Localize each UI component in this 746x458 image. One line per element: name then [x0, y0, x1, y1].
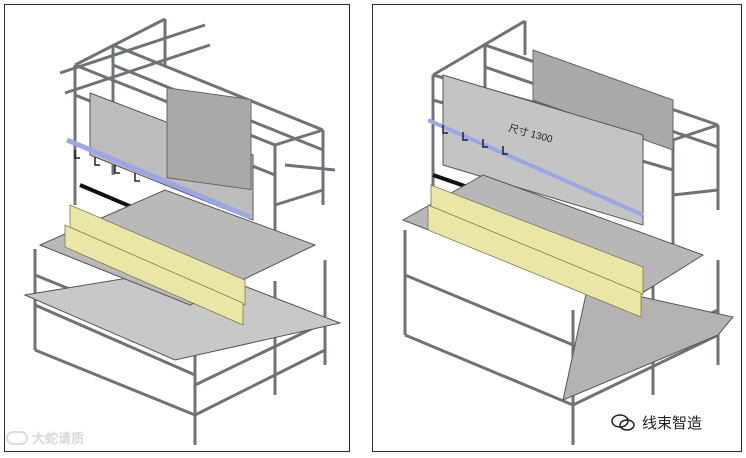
drawing-panel-right: 尺寸 1300	[372, 4, 742, 452]
drawing-panel-left	[4, 4, 350, 452]
hanging-panel	[442, 74, 644, 226]
watermark-right-text: 线束智造	[642, 415, 703, 432]
bin-rows	[427, 184, 644, 318]
wechat-icon	[611, 413, 635, 431]
workbench-drawing-right: 尺寸 1300	[401, 19, 734, 445]
watermark-right: 线束智造	[610, 412, 702, 433]
blue-rail	[427, 118, 644, 217]
bin-rows	[64, 204, 246, 326]
hooks	[74, 150, 140, 182]
workbench-drawing-left	[23, 17, 342, 445]
pegboard	[532, 49, 674, 151]
lower-shelf	[562, 284, 734, 401]
watermark-left: 大蛇请质	[6, 428, 84, 447]
hooks	[442, 125, 508, 155]
watermark-left-text: 大蛇请质	[32, 431, 85, 446]
watermark-logo-icon	[6, 430, 28, 445]
pegboard	[166, 87, 252, 191]
blue-rail	[66, 137, 251, 220]
work-top	[38, 189, 317, 306]
